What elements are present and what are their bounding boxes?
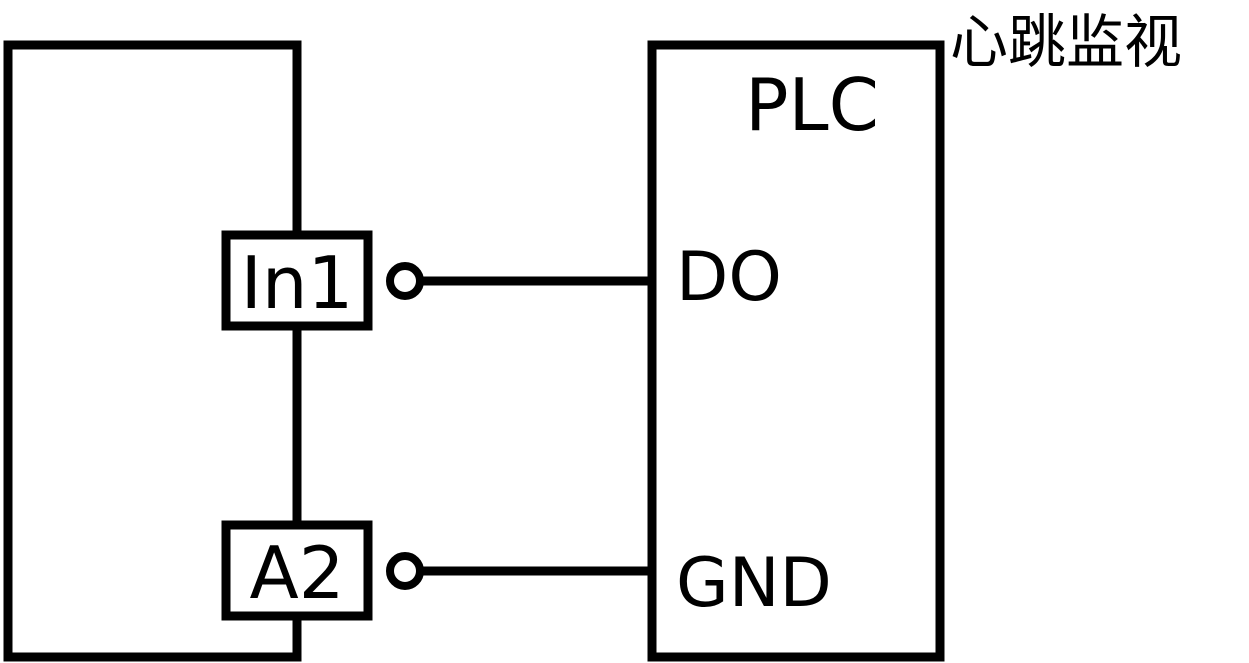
plc-port-do-label: DO — [676, 238, 782, 317]
heartbeat-title: 心跳监视 — [950, 8, 1182, 76]
connector-a2-circle — [386, 552, 424, 590]
terminal-a2-box — [221, 520, 373, 621]
plc-block-outline — [647, 40, 945, 662]
terminal-in1-label: In1 — [241, 241, 354, 325]
plc-label: PLC — [745, 63, 879, 147]
device-block-outline — [3, 40, 302, 662]
terminal-a2-label: A2 — [249, 531, 344, 615]
plc-port-gnd-label: GND — [676, 544, 832, 623]
terminal-in1-box — [221, 230, 373, 331]
connector-in1-circle — [386, 262, 424, 300]
